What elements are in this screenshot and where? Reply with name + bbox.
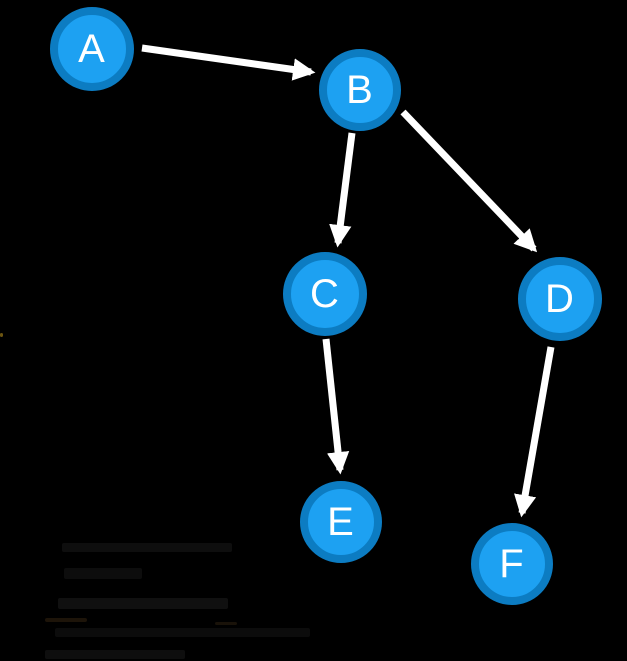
edge-B-C (329, 132, 356, 248)
node-label-A: A (78, 27, 106, 71)
background-artifact (58, 598, 228, 609)
background-artifact (62, 543, 232, 552)
node-label-D: D (545, 277, 575, 321)
graph-node-C: C (283, 252, 367, 336)
background-artifact (64, 568, 142, 579)
graph-node-A: A (50, 7, 134, 91)
edge-D-F (514, 346, 555, 518)
graph-node-E: E (300, 481, 382, 563)
background-artifact (55, 628, 310, 637)
background-artifact (45, 618, 87, 622)
node-label-E: E (327, 500, 355, 544)
graph-node-D: D (518, 257, 602, 341)
background-artifact (45, 650, 185, 659)
background-artifact (215, 622, 237, 625)
graph-node-B: B (319, 49, 401, 131)
node-label-B: B (346, 68, 374, 112)
edge-C-E (322, 338, 350, 475)
node-label-F: F (499, 542, 525, 586)
edge-A-B (141, 44, 316, 81)
background-artifact (0, 333, 3, 337)
node-label-C: C (310, 272, 340, 316)
graph-node-F: F (471, 523, 553, 605)
edge-B-D (400, 109, 538, 253)
